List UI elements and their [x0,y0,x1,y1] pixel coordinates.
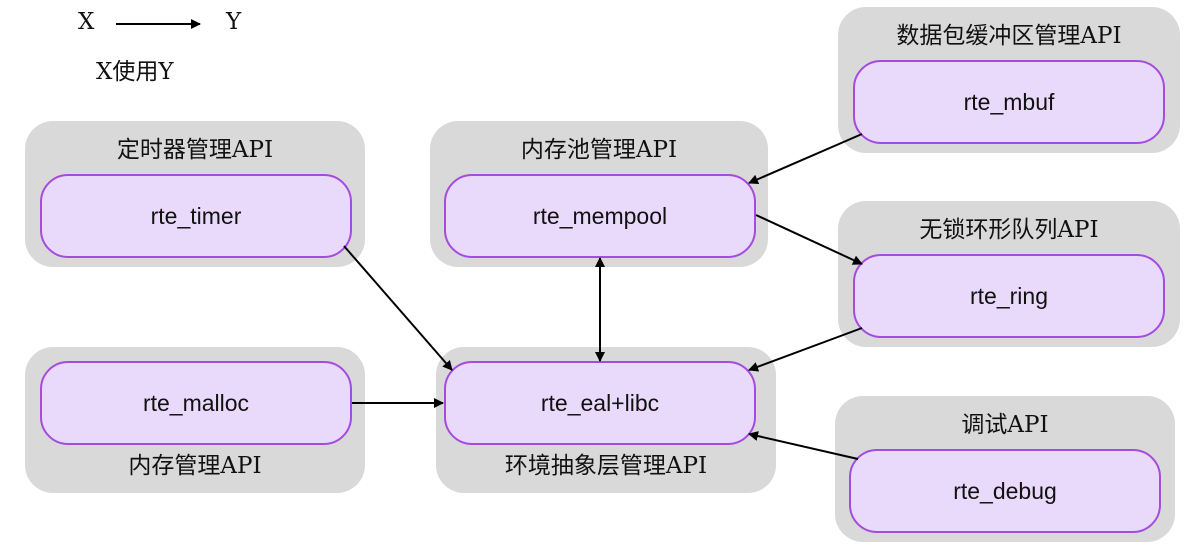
cluster-malloc-label: 内存管理API [128,453,262,479]
cluster-timer-label: 定时器管理API [116,137,274,163]
node-rte-malloc[interactable]: rte_malloc [40,361,352,445]
legend-caption: X使用Y [96,59,174,85]
cluster-ring-label: 无锁环形队列API [919,217,1099,243]
edge-ring-to-eal [748,327,863,372]
edge-mbuf-to-mempool [748,133,863,185]
cluster-mbuf-label: 数据包缓冲区管理API [896,23,1122,49]
legend-from-label: X [78,9,95,35]
cluster-debug-label: 调试API [961,412,1049,438]
node-rte-eal-libc[interactable]: rte_eal+libc [444,361,756,445]
node-rte-debug[interactable]: rte_debug [849,449,1161,533]
edge-debug-to-eal [748,431,859,460]
cluster-mempool-label: 内存池管理API [520,137,678,163]
node-rte-mbuf[interactable]: rte_mbuf [853,60,1165,144]
node-rte-timer[interactable]: rte_timer [40,174,352,258]
edge-timer-to-eal [343,245,453,371]
cluster-eal-label: 环境抽象层管理API [504,453,708,479]
edge-mempool-to-ring [755,214,863,265]
legend-to-label: Y [226,9,242,35]
node-rte-mempool[interactable]: rte_mempool [444,174,756,258]
node-rte-ring[interactable]: rte_ring [853,254,1165,338]
